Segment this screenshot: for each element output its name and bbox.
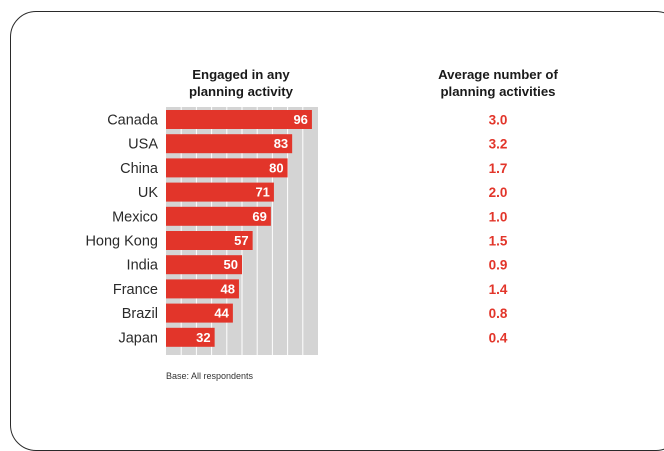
- value-label-mexico: 69: [252, 209, 266, 224]
- category-label-hong-kong: Hong Kong: [85, 234, 158, 250]
- avg-label-brazil: 0.8: [489, 306, 508, 321]
- avg-label-china: 1.7: [489, 161, 508, 176]
- category-label-brazil: Brazil: [122, 306, 158, 322]
- value-label-india: 50: [224, 257, 238, 272]
- value-label-china: 80: [269, 160, 283, 175]
- category-label-japan: Japan: [118, 330, 158, 346]
- value-label-usa: 83: [274, 136, 288, 151]
- category-label-canada: Canada: [107, 113, 159, 129]
- footnote: Base: All respondents: [166, 371, 254, 381]
- bar-india: [166, 255, 242, 275]
- category-label-india: India: [127, 258, 159, 274]
- category-label-uk: UK: [138, 185, 158, 201]
- average-labels: 3.0 3.2 1.7 2.0 1.0 1.5 0.9 1.4 0.8 0.4: [489, 113, 508, 346]
- category-label-mexico: Mexico: [112, 209, 158, 225]
- value-label-france: 48: [220, 281, 234, 296]
- avg-label-usa: 3.2: [489, 137, 508, 152]
- bar-japan: [166, 327, 215, 347]
- bar-hong-kong: [166, 231, 253, 250]
- avg-label-india: 0.9: [489, 258, 508, 273]
- avg-label-japan: 0.4: [489, 330, 508, 345]
- avg-header-line-2: planning activities: [440, 84, 555, 99]
- value-label-brazil: 44: [214, 306, 229, 321]
- bar-canada: [166, 110, 312, 129]
- avg-label-mexico: 1.0: [489, 209, 508, 224]
- category-label-usa: USA: [128, 137, 158, 153]
- bar-brazil: [166, 303, 233, 323]
- bar-usa: [166, 134, 293, 154]
- category-label-france: France: [113, 282, 158, 298]
- avg-label-hong-kong: 1.5: [489, 234, 508, 249]
- bar-header-line-2: planning activity: [189, 84, 294, 99]
- bar-header-line-1: Engaged in any: [192, 67, 290, 82]
- value-label-uk: 71: [255, 185, 269, 200]
- value-label-hong-kong: 57: [234, 233, 248, 248]
- category-label-china: China: [120, 161, 159, 177]
- bars: [166, 110, 312, 347]
- bar-france: [166, 279, 239, 299]
- bar-mexico: [166, 206, 271, 226]
- avg-label-canada: 3.0: [489, 113, 508, 128]
- avg-label-uk: 2.0: [489, 185, 508, 200]
- value-label-canada: 96: [293, 112, 307, 127]
- bar-china: [166, 158, 288, 178]
- value-label-japan: 32: [196, 330, 210, 345]
- avg-label-france: 1.4: [489, 282, 508, 297]
- avg-header-line-1: Average number of: [438, 67, 558, 82]
- bar-uk: [166, 182, 274, 202]
